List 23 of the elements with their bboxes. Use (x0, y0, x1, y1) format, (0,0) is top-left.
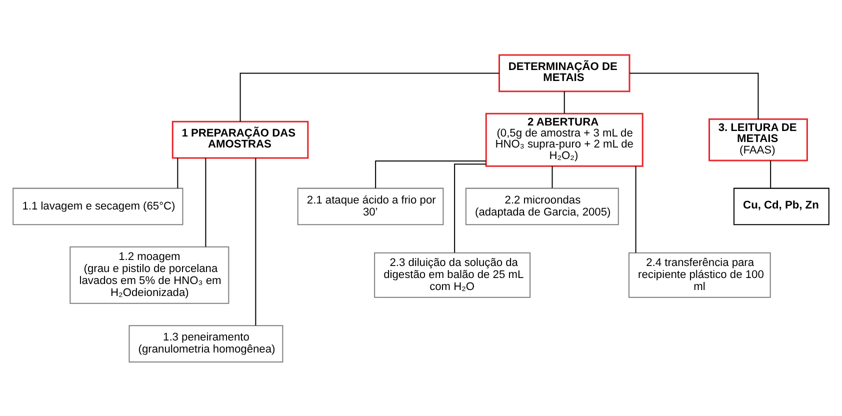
node-box: 3. LEITURA DE METAIS (FAAS) (708, 118, 808, 161)
node-box: 1.1 lavagem e secagem (65°C) (12, 187, 184, 225)
connector (630, 72, 759, 119)
connector (564, 90, 565, 113)
node-box: 1.2 moagem (grau e pistilo de porcelana lavados em 5% de HNO₃ em H₂Odeionizada) (70, 246, 230, 304)
node-box: 2 ABERTURA (0,5g de amostra + 3 mL de HNO₃ supra-puro + 2 mL de H₂O₂) (485, 112, 644, 166)
node-box: 2.1 ataque ácido a frio por 30’ (297, 187, 444, 225)
node-box: Cu, Cd, Pb, Zn (733, 187, 830, 225)
connector (177, 158, 178, 188)
node-box: 2.4 transferência para recipiente plástico de 100 ml (628, 252, 771, 298)
node-box: DETERMINAÇÃO DE METAIS (498, 54, 630, 92)
node-box: 2.2 microondas (adaptada de Garcia, 2005) (465, 187, 619, 225)
node-box: 1 PREPARAÇÃO DAS AMOSTRAS (172, 120, 309, 158)
connector (635, 166, 636, 252)
connector (205, 158, 206, 246)
node-box: 1.3 peneiramento (granulometria homogênea) (128, 324, 284, 362)
connector (240, 72, 500, 122)
connector (454, 163, 486, 252)
connector (770, 160, 772, 188)
connector (375, 160, 486, 188)
node-box: 2.3 diluição da solução da digestão em balão de 25 mL com H₂O (374, 252, 531, 298)
connector (552, 166, 553, 188)
connector (255, 158, 256, 326)
